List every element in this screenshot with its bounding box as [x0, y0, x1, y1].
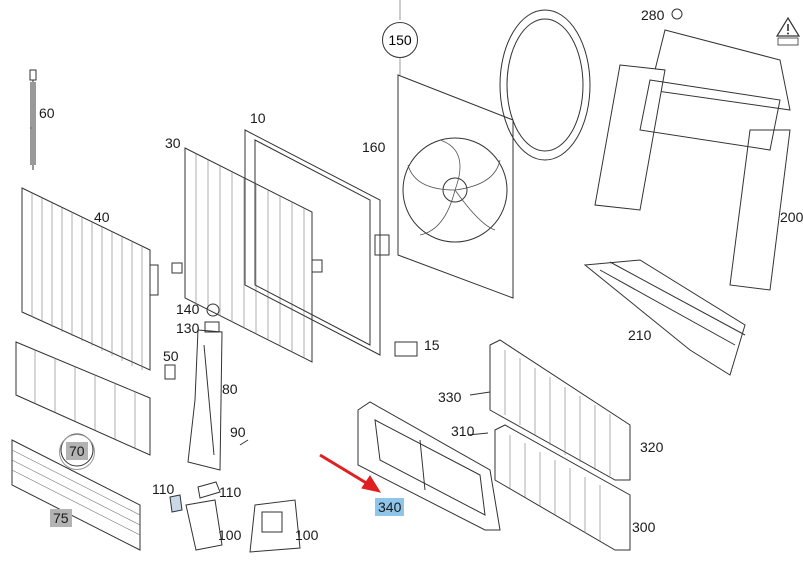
- callout-100-left[interactable]: 100: [218, 527, 242, 543]
- callout-300[interactable]: 300: [632, 519, 656, 535]
- callout-75[interactable]: 75: [50, 509, 72, 527]
- part-upper-louvres: [489, 339, 631, 481]
- callout-340[interactable]: 340: [375, 498, 405, 516]
- warning-icon[interactable]: [775, 16, 801, 46]
- callout-80[interactable]: 80: [222, 381, 238, 397]
- callout-200[interactable]: 200: [780, 209, 803, 225]
- callout-70-ring: [59, 434, 95, 470]
- callout-320[interactable]: 320: [640, 439, 664, 455]
- part-front-carrier: [357, 401, 501, 531]
- part-lower-louvres: [494, 424, 631, 551]
- callout-60[interactable]: 60: [39, 105, 55, 121]
- callout-330[interactable]: 330: [438, 389, 462, 405]
- part-rod: [29, 69, 37, 170]
- callout-150[interactable]: 150: [382, 22, 418, 58]
- part-air-guide: [583, 259, 746, 376]
- highlight-arrow: [319, 453, 382, 493]
- callout-50[interactable]: 50: [163, 348, 179, 364]
- callout-10[interactable]: 10: [250, 110, 266, 126]
- part-radiator-frame: [244, 129, 390, 356]
- callout-70[interactable]: 70: [66, 442, 88, 460]
- callout-30[interactable]: 30: [165, 135, 181, 151]
- callout-130[interactable]: 130: [176, 320, 200, 336]
- leader-lines: [30, 0, 401, 129]
- part-radiator: [171, 147, 323, 363]
- callout-110-left[interactable]: 110: [152, 481, 175, 497]
- part-auxiliary-cooler: [11, 439, 141, 551]
- part-fasteners: [164, 8, 683, 513]
- callout-160[interactable]: 160: [362, 139, 386, 155]
- part-fan-shroud: [397, 74, 514, 299]
- part-condenser: [21, 187, 159, 371]
- callout-110-right[interactable]: 110: [219, 484, 242, 500]
- callout-15[interactable]: 15: [424, 337, 440, 353]
- part-air-duct: [594, 29, 791, 291]
- callout-90[interactable]: 90: [230, 424, 246, 440]
- part-fan-ring: [499, 9, 591, 161]
- part-bracket: [187, 329, 223, 471]
- callout-310[interactable]: 310: [451, 423, 475, 439]
- callout-210[interactable]: 210: [628, 327, 652, 343]
- callout-100-right[interactable]: 100: [295, 527, 319, 543]
- callout-40[interactable]: 40: [94, 209, 110, 225]
- part-lower-brackets: [185, 499, 301, 553]
- callout-280[interactable]: 280: [641, 7, 665, 23]
- callout-140[interactable]: 140: [176, 301, 200, 317]
